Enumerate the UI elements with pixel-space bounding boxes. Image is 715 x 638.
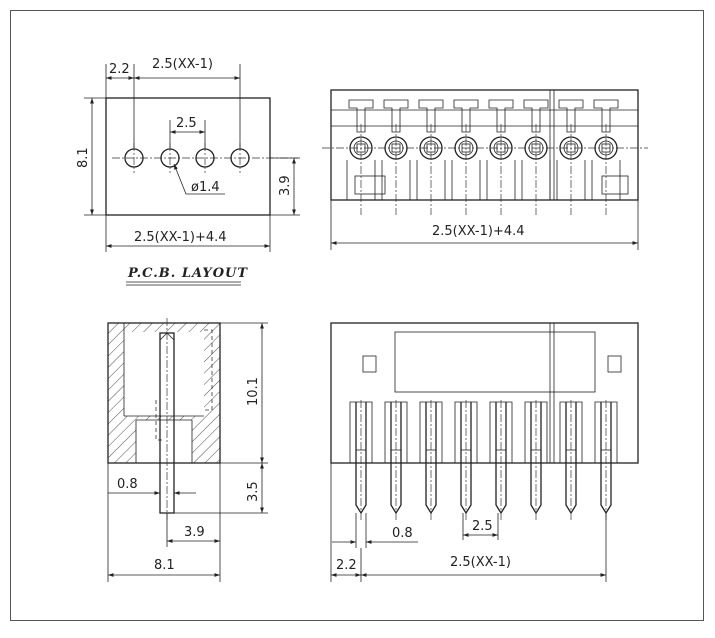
side-dim-pin-length: 3.5: [246, 481, 261, 502]
front-dim-pin-width: 0.8: [392, 526, 413, 541]
side-dim-depth: 8.1: [154, 558, 175, 573]
side-dim-body-height: 10.1: [246, 377, 261, 406]
pcb-dim-span: 2.5(XX-1): [152, 57, 213, 72]
pcb-dim-width: 2.5(XX-1)+4.4: [134, 230, 227, 245]
side-dim-pin-width: 0.8: [117, 477, 138, 492]
front-pin-1: [349, 400, 373, 520]
top-pin-2: [381, 99, 411, 215]
side-view-outline: [107, 322, 221, 464]
front-dim-pitch: 2.5: [472, 519, 493, 534]
top-pin-6: [521, 99, 551, 215]
top-view-pins: [346, 99, 621, 215]
front-dim-edge: 2.2: [336, 558, 357, 573]
pcb-layout-title: P.C.B. LAYOUT: [127, 266, 248, 281]
front-view-pins: [349, 400, 618, 520]
front-pin-6: [524, 400, 548, 520]
front-pin-2: [384, 400, 408, 520]
top-view-outline: [330, 89, 639, 201]
front-pin-4: [454, 400, 478, 520]
top-dim-width: 2.5(XX-1)+4.4: [432, 224, 525, 239]
front-pin-5: [489, 400, 513, 520]
front-view-outline: [330, 322, 639, 464]
top-view: 2.5(XX-1)+4.4: [322, 89, 648, 250]
pcb-dim-height: 8.1: [76, 147, 91, 168]
pcb-holes: [124, 143, 250, 173]
side-view: 10.1 3.5 0.8 3.9 8.1: [107, 318, 268, 582]
front-pin-7: [559, 400, 583, 520]
pcb-dim-pitch: 2.5: [176, 116, 197, 131]
pcb-outline: [105, 97, 271, 216]
top-pin-1: [346, 99, 376, 215]
side-dim-pin-offset: 3.9: [184, 525, 205, 540]
pcb-layout-view: 2.2 2.5(XX-1) 2.5 8.1 3.9 ø1.4 2.5(XX-1)…: [76, 57, 300, 286]
front-pin-3: [419, 400, 443, 520]
pcb-dim-hole-offset: 3.9: [278, 175, 293, 196]
top-pin-8: [591, 99, 621, 215]
pcb-dim-edge: 2.2: [109, 62, 130, 77]
top-pin-4: [451, 99, 481, 215]
pcb-dim-hole-dia: ø1.4: [191, 180, 220, 195]
front-dim-span: 2.5(XX-1): [450, 555, 511, 570]
drawing-frame: [10, 10, 704, 621]
front-view-window: [394, 331, 596, 393]
top-pin-5: [486, 99, 516, 215]
top-pin-7: [556, 99, 586, 215]
top-pin-3: [416, 99, 446, 215]
front-pin-8: [594, 400, 618, 520]
front-view: 0.8 2.5 2.2 2.5(XX-1): [330, 322, 639, 582]
